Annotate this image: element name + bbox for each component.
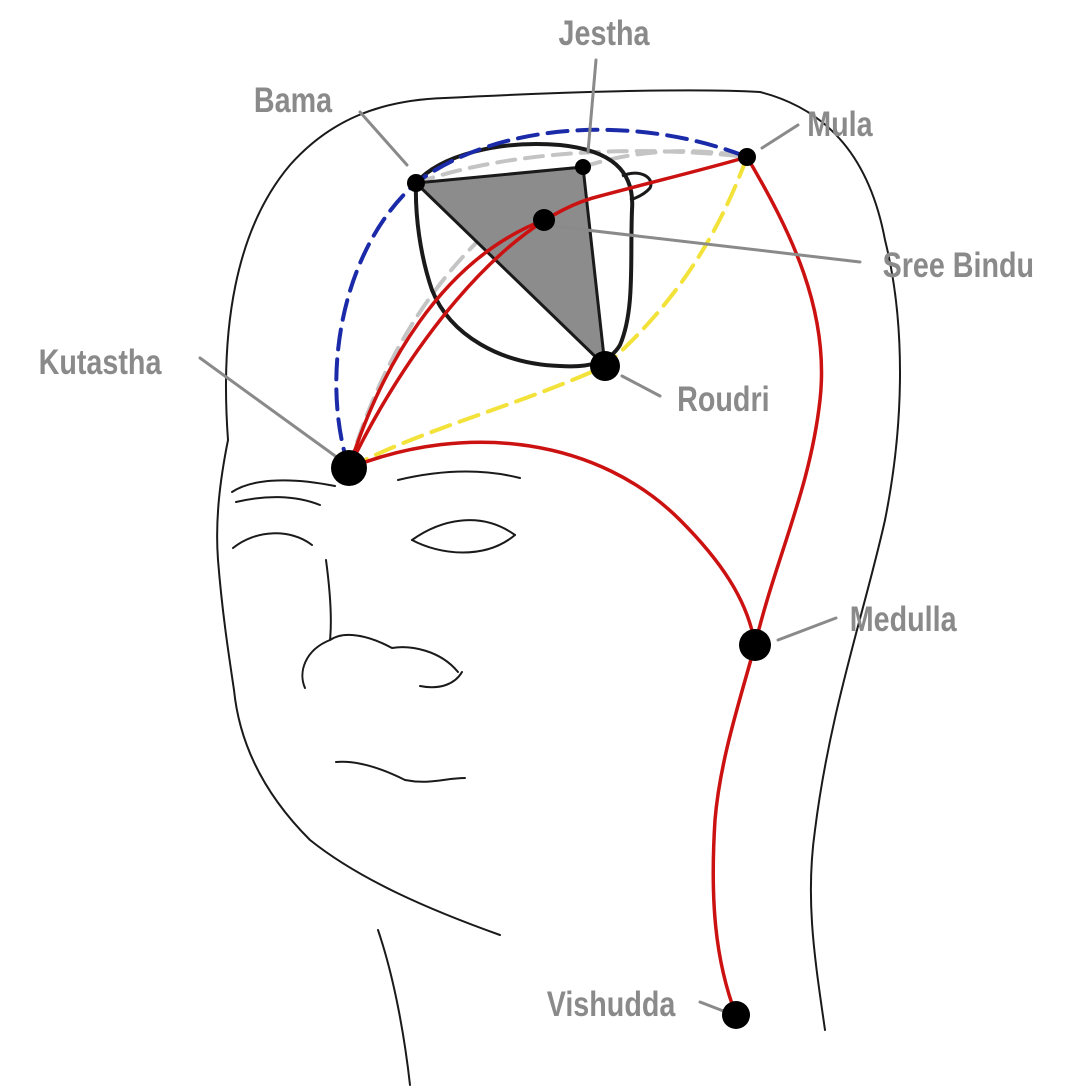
label-mula: Mula <box>807 104 873 143</box>
left-brow <box>232 480 335 492</box>
node-vishudda <box>722 1001 750 1029</box>
nose <box>302 635 462 688</box>
label-sree-bindu: Sree Bindu <box>883 245 1034 284</box>
mouth <box>336 762 465 782</box>
leader-line-vishudda <box>700 1002 726 1012</box>
node-medulla <box>739 629 771 661</box>
leader-line-kutastha <box>200 358 338 458</box>
node-jestha <box>575 159 591 175</box>
node-mula <box>738 148 756 166</box>
left-brow-lower <box>236 497 320 505</box>
node-bama <box>407 174 425 192</box>
nose-bridge <box>326 560 331 640</box>
leader-line-medulla <box>778 618 836 640</box>
label-jestha: Jestha <box>559 13 650 52</box>
left-eye <box>233 533 312 548</box>
leader-line-jestha <box>588 60 596 152</box>
node-sree-bindu <box>533 209 555 231</box>
leader-line-bama <box>360 112 407 165</box>
right-eye-upper <box>412 520 515 540</box>
leader-line-sree-bindu <box>552 226 860 262</box>
label-kutastha: Kutastha <box>39 342 162 381</box>
leader-line-mula <box>762 125 798 148</box>
right-eye-lower <box>412 535 515 553</box>
neck-line <box>378 930 410 1085</box>
label-vishudda: Vishudda <box>547 984 676 1023</box>
label-bama: Bama <box>254 80 332 119</box>
red-path-medulla-vishudda <box>713 645 755 1015</box>
leader-line-roudri <box>622 376 660 396</box>
face-outline <box>217 440 500 935</box>
label-roudri: Roudri <box>677 379 769 418</box>
label-medulla: Medulla <box>850 599 957 638</box>
right-brow <box>398 471 520 480</box>
node-roudri <box>590 351 620 381</box>
red-path-kutastha-medulla <box>349 442 755 645</box>
node-kutastha <box>331 450 367 486</box>
bindu-triangle <box>416 167 605 366</box>
